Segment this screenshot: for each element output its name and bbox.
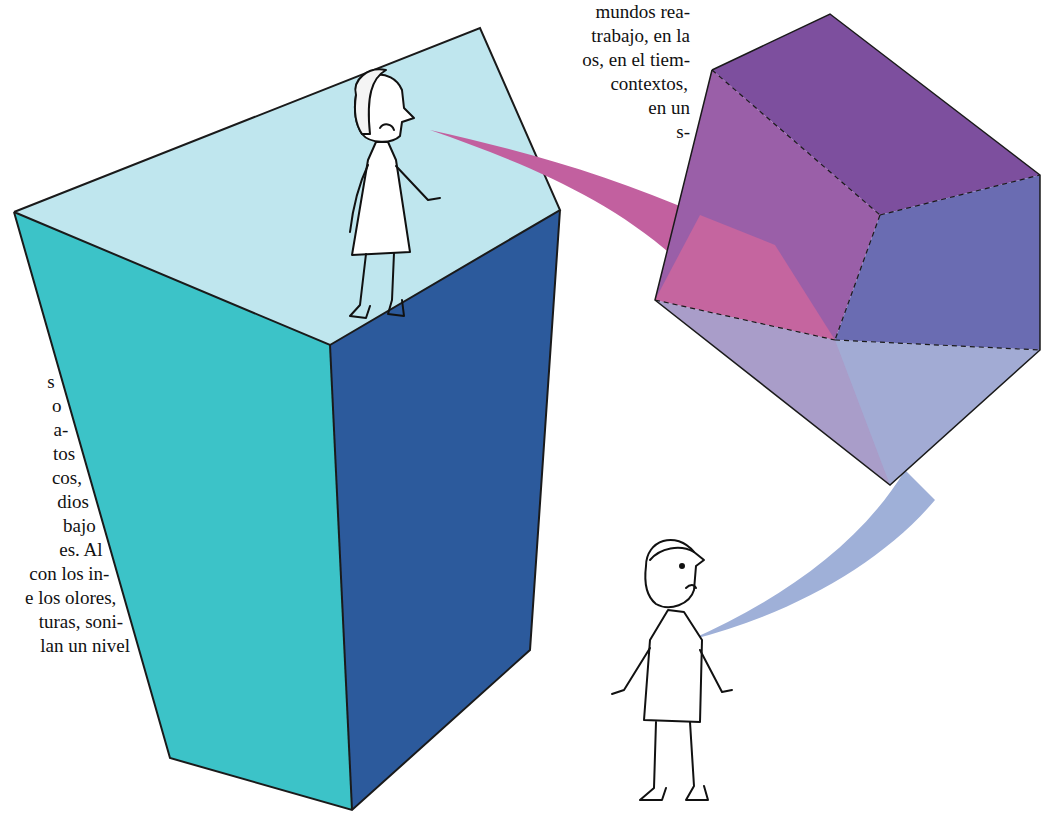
text-fragment: turas, soni- <box>39 610 123 634</box>
text-fragment: mundos rea- <box>596 0 690 24</box>
text-fragment: en un <box>648 96 690 120</box>
cube-top-face <box>14 28 560 345</box>
text-fragment: contextos, <box>610 72 688 96</box>
bubble-cube-bottom-right <box>835 340 1040 485</box>
man-figure <box>612 540 732 800</box>
text-fragment: o <box>52 394 62 418</box>
text-fragment: es. Al <box>59 538 102 562</box>
bubble-cube-bottom <box>655 300 1040 485</box>
cube-edges <box>14 28 560 345</box>
text-fragment: cos, <box>52 466 82 490</box>
text-fragment: s- <box>676 120 690 144</box>
bubble-cube-right <box>835 175 1040 350</box>
text-fragment: lan un nivel <box>40 634 130 658</box>
text-fragment: dios <box>57 490 89 514</box>
bubble-cube-hidden-edges <box>655 70 1040 350</box>
text-fragment: a- <box>54 418 69 442</box>
text-fragment: trabajo, en la <box>591 24 690 48</box>
text-fragment: con los in- <box>29 562 109 586</box>
cube-edge <box>330 345 352 810</box>
bubble-cube-outline <box>655 14 1040 485</box>
text-fragment: tos <box>53 442 75 466</box>
woman-figure <box>350 69 440 318</box>
text-fragment: bajo <box>63 514 96 538</box>
cube-edges <box>14 210 560 810</box>
text-fragment: e los olores, <box>25 586 116 610</box>
text-fragment: s <box>47 370 54 394</box>
text-fragment: os, en el tiem- <box>582 48 690 72</box>
speech-tail <box>690 470 935 640</box>
